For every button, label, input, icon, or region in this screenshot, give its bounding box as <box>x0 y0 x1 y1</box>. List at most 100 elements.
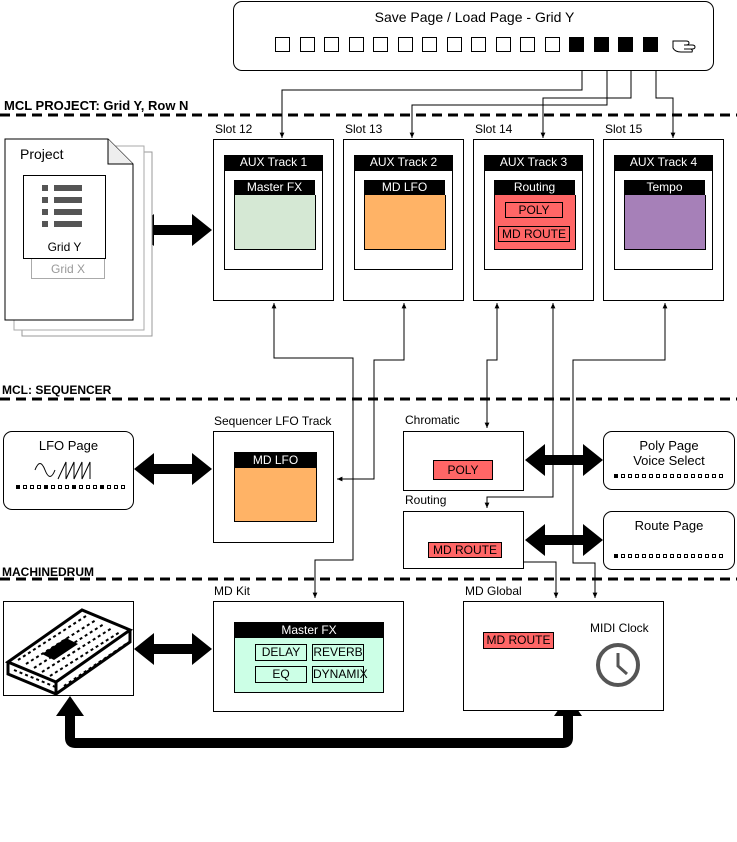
step-square <box>691 554 695 558</box>
step-square <box>30 485 34 489</box>
grid-y-card: Grid Y <box>23 175 106 259</box>
grid-slot-square[interactable] <box>618 37 633 52</box>
step-square <box>628 554 632 558</box>
md-global-panel: MD ROUTE MIDI Clock <box>463 601 664 711</box>
chromatic-label: Chromatic <box>405 413 460 427</box>
double-arrow-chromatic-polypage <box>525 444 603 476</box>
link-slot13 <box>409 52 608 138</box>
link-slot15 <box>655 52 676 138</box>
grid-slot-square[interactable] <box>348 37 364 52</box>
grid-slot-square[interactable] <box>593 37 609 52</box>
grid-slot-square[interactable] <box>446 37 462 52</box>
step-square <box>44 485 48 489</box>
md-kit-effect-tag: EQ <box>255 666 307 683</box>
link-slot14-routing <box>484 303 556 508</box>
md-kit-module-title: Master FX <box>235 623 383 638</box>
step-square <box>621 474 625 478</box>
midi-clock-label: MIDI Clock <box>590 621 649 635</box>
lfo-page-title: LFO Page <box>38 438 99 453</box>
slot-label: Slot 12 <box>215 122 253 136</box>
step-square <box>114 485 118 489</box>
grid-slot-square[interactable] <box>275 37 290 52</box>
step-square <box>684 474 688 478</box>
grid-slot-square[interactable] <box>642 37 658 52</box>
aux-track-header: AUX Track 3 <box>484 155 583 170</box>
machinedrum-device-image <box>3 601 134 696</box>
md-global-label: MD Global <box>465 584 522 598</box>
step-square <box>663 474 667 478</box>
md-kit-label: MD Kit <box>214 584 250 598</box>
grid-slot-square[interactable] <box>544 37 560 52</box>
step-square <box>635 554 639 558</box>
module-body <box>234 195 316 250</box>
section-title-sequencer: MCL: SEQUENCER <box>2 383 112 397</box>
step-square <box>93 485 97 489</box>
step-square <box>663 554 667 558</box>
step-square <box>72 485 76 489</box>
slot-row <box>275 37 695 53</box>
md-kit-effect-tag: REVERB <box>312 644 364 661</box>
step-square <box>65 485 69 489</box>
slot-label: Slot 15 <box>605 122 643 136</box>
step-square <box>642 554 646 558</box>
poly-page-subtitle: Voice Select <box>633 453 705 468</box>
aux-track-header: AUX Track 2 <box>354 155 453 170</box>
md-global-route-tag: MD ROUTE <box>483 632 554 649</box>
slot-label: Slot 13 <box>345 122 383 136</box>
grid-slot-square[interactable] <box>397 37 413 52</box>
step-square <box>23 485 27 489</box>
section-title-machinedrum: MACHINEDRUM <box>2 565 94 579</box>
step-square <box>107 485 111 489</box>
routing-md-route-tag: MD ROUTE <box>428 542 502 558</box>
link-slot14 <box>540 52 632 138</box>
lfo-track-panel: MD LFO <box>213 431 334 543</box>
grid-slot-square[interactable] <box>569 37 584 52</box>
grid-slot-square[interactable] <box>373 37 388 52</box>
step-square <box>705 554 709 558</box>
chromatic-poly-tag: POLY <box>433 460 493 480</box>
step-square <box>100 485 104 489</box>
route-page-panel: Route Page <box>603 511 735 570</box>
step-square <box>656 474 660 478</box>
module-title: Master FX <box>234 180 315 195</box>
step-square <box>705 474 709 478</box>
double-arrow-routing-routepage <box>525 524 603 556</box>
module-tag: MD ROUTE <box>498 226 570 242</box>
step-square <box>58 485 62 489</box>
link-slot13-lfotrack <box>337 303 407 482</box>
aux-track-body: Tempo <box>614 170 713 270</box>
grid-slot-square[interactable] <box>299 37 315 52</box>
step-square <box>614 474 618 478</box>
step-square <box>684 554 688 558</box>
step-square <box>698 554 702 558</box>
step-square <box>677 554 681 558</box>
step-square <box>121 485 125 489</box>
double-arrow-machine-mdkit <box>134 633 212 665</box>
pointing-hand-icon <box>672 33 698 55</box>
step-square <box>642 474 646 478</box>
step-square <box>712 554 716 558</box>
poly-page-panel: Poly Page Voice Select <box>603 431 735 490</box>
step-square <box>614 554 618 558</box>
waveform-icon <box>34 459 100 481</box>
chromatic-panel: POLY <box>403 431 524 491</box>
grid-x-label: Grid X <box>50 262 85 276</box>
grid-slot-square[interactable] <box>422 37 437 52</box>
step-square <box>719 554 723 558</box>
lfo-step-strip <box>16 485 128 491</box>
step-square <box>656 554 660 558</box>
grid-slot-square[interactable] <box>471 37 486 52</box>
grid-slot-square[interactable] <box>495 37 511 52</box>
module-title: Routing <box>494 180 575 195</box>
step-square <box>37 485 41 489</box>
clock-icon <box>595 642 641 688</box>
grid-slot-square[interactable] <box>520 37 535 52</box>
grid-slot-square[interactable] <box>324 37 339 52</box>
module-body <box>624 195 706 250</box>
